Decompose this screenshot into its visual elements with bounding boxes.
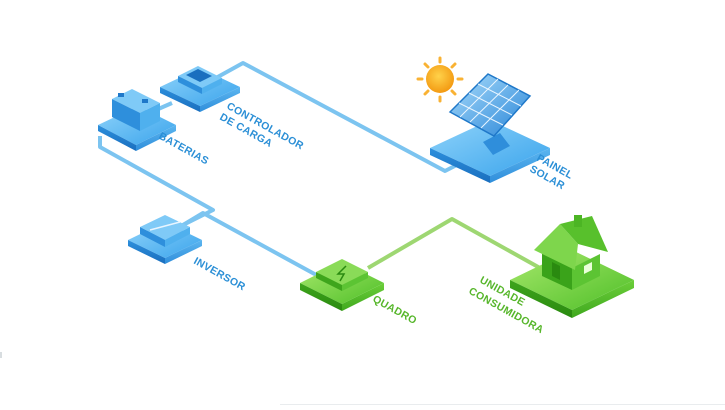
inverter-label: INVERSOR bbox=[192, 255, 248, 293]
line-inverter-to-quadro bbox=[181, 211, 321, 279]
breaker-panel-node bbox=[300, 259, 384, 311]
solar-panel-node bbox=[430, 73, 550, 183]
battery-node bbox=[98, 89, 176, 151]
charge-controller-icon bbox=[178, 66, 222, 94]
line-quadro-to-house bbox=[366, 217, 541, 270]
battery-label: BATERIAS bbox=[157, 130, 211, 167]
inverter-node bbox=[128, 215, 202, 264]
house-icon bbox=[534, 215, 608, 290]
battery-icon bbox=[112, 89, 160, 131]
sun-icon bbox=[416, 56, 464, 103]
quadro-label: QUADRO bbox=[371, 293, 419, 327]
bottom-divider bbox=[280, 404, 725, 405]
inverter-icon bbox=[140, 215, 190, 247]
charge-controller-node bbox=[160, 66, 240, 112]
green-connectors bbox=[366, 217, 541, 270]
breaker-panel-icon bbox=[316, 259, 368, 291]
house-node bbox=[510, 215, 634, 318]
solar-panel-icon bbox=[448, 73, 532, 155]
left-edge-mark bbox=[0, 352, 2, 358]
